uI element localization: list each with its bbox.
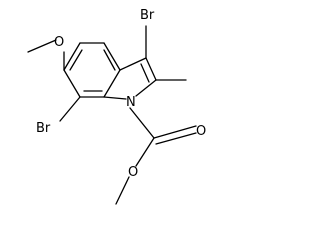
bond-c3-c2-inner [140,63,150,83]
bond-c2-n1 [135,79,157,97]
bond-c4-c5-inner [103,49,116,71]
bond-c4-c5 [103,42,121,71]
atom-br6: Br [36,121,51,136]
chemical-structure: Br O N Br O O [27,8,206,205]
bond-carbonyl-double-a [153,125,197,139]
bond-carbonyl-ester-o [135,137,155,167]
atom-o-carbonyl: O [196,124,206,139]
bond-ester-o-methyl [115,176,130,205]
bond-c5-c6 [103,69,121,98]
atom-n1: N [126,95,136,110]
bond-c7a-c3a-inner [69,49,83,71]
atom-o-ester: O [128,165,138,180]
bond-o-methyl [27,39,57,53]
bond-c7-c7a [63,69,81,98]
bond-n1-c7a [103,96,127,100]
atom-br3: Br [140,8,155,23]
bond-carbonyl-double-b [155,132,197,145]
bond-c7a-c3a [63,42,81,71]
bond-n1-carbonyl [129,107,155,139]
bond-c3-c2 [145,57,157,81]
bond-c3a-c3 [119,57,147,71]
atom-o-methoxy: O [54,35,64,50]
bond-c6-br [59,96,81,122]
